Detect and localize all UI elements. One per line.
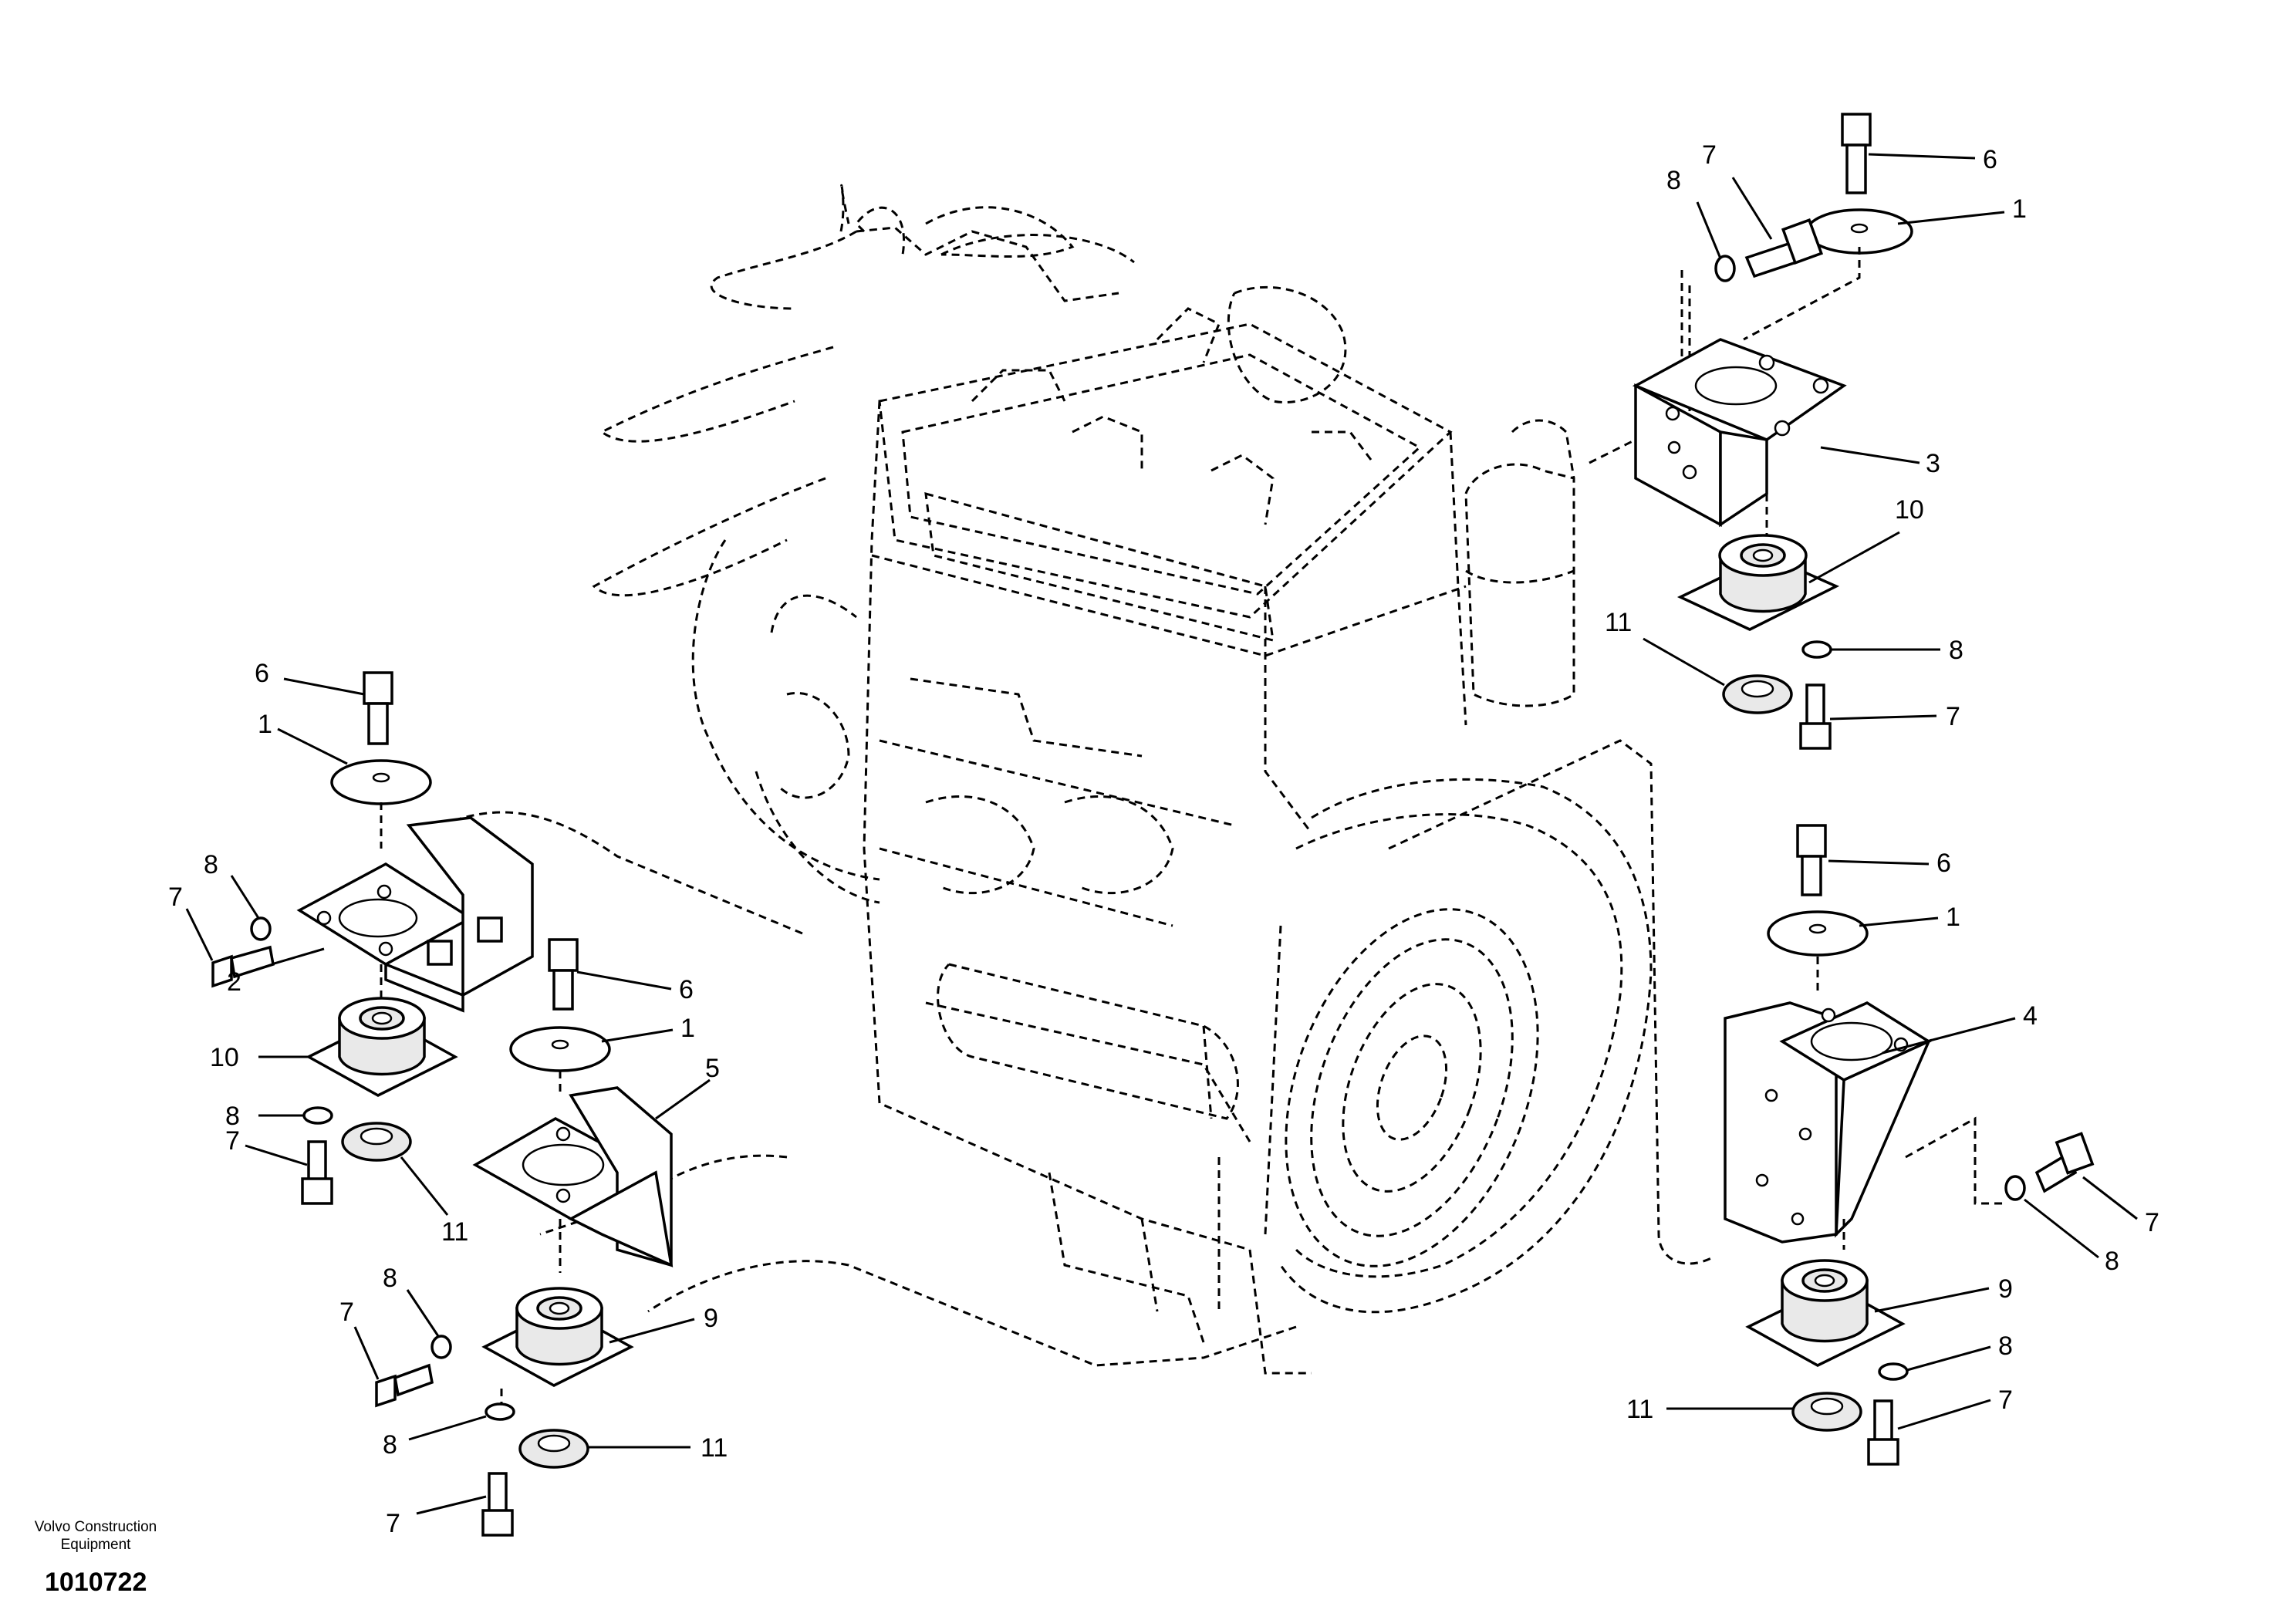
callout-l-8: 8 <box>204 850 218 879</box>
callout-r-11: 11 <box>1626 1395 1653 1424</box>
callout-tr-7b: 7 <box>1946 702 1960 731</box>
bolt-6-right-icon <box>1796 824 1827 896</box>
callout-c-5: 5 <box>705 1054 720 1083</box>
bolt-7b-icon <box>1799 683 1832 750</box>
callout-tr-6: 6 <box>1983 145 1997 174</box>
lock-washer-8-right-icon <box>2004 1175 2026 1201</box>
rubber-mount-9-right-icon <box>1745 1259 1906 1367</box>
callout-c-8: 8 <box>383 1264 397 1293</box>
callout-c-11: 11 <box>701 1433 728 1463</box>
bolt-7-left-icon <box>211 945 275 988</box>
bolt-6-center-icon <box>548 938 579 1011</box>
mount-group-left <box>185 671 534 1216</box>
rubber-mount-9-center-icon <box>481 1287 634 1387</box>
bolt-7b-right-icon <box>1867 1399 1899 1466</box>
callout-c-8b: 8 <box>383 1430 397 1460</box>
callout-tr-3: 3 <box>1926 449 1940 478</box>
bracket-5-icon <box>472 1086 674 1267</box>
bolt-7-right-icon <box>2034 1132 2095 1193</box>
company-label: Volvo Construction Equipment <box>34 1519 157 1553</box>
callout-l-7: 7 <box>168 883 183 912</box>
rubber-mount-10-icon <box>1676 534 1840 631</box>
callout-c-1: 1 <box>680 1014 695 1043</box>
callout-c-6: 6 <box>679 975 694 1004</box>
callout-r-8b: 8 <box>1998 1331 2013 1361</box>
lock-washer-8-left-icon <box>250 916 272 941</box>
bolt-7b-left-icon <box>301 1140 333 1205</box>
callout-r-7b: 7 <box>1998 1385 2013 1415</box>
washer-1-icon <box>1805 208 1913 255</box>
callout-r-4: 4 <box>2023 1001 2038 1031</box>
bolt-7b-center-icon <box>481 1472 514 1537</box>
spacer-11-icon <box>1722 674 1793 714</box>
bolt-6-left-icon <box>363 671 393 745</box>
spacer-11-left-icon <box>341 1122 412 1162</box>
washer-1-right-icon <box>1767 910 1869 957</box>
callout-r-7: 7 <box>2145 1208 2159 1237</box>
washer-1-center-icon <box>509 1026 611 1072</box>
callout-l-6: 6 <box>255 659 269 688</box>
callout-r-1: 1 <box>1946 903 1960 932</box>
callout-l-7b: 7 <box>225 1126 240 1156</box>
lock-washer-8-icon <box>1714 255 1736 282</box>
bracket-4-icon <box>1724 1001 1932 1244</box>
callout-c-9: 9 <box>704 1304 718 1333</box>
callout-l-2: 2 <box>227 967 241 997</box>
callout-l-1: 1 <box>258 710 272 739</box>
lock-washer-8b-left-icon <box>302 1106 333 1125</box>
bracket-3-icon <box>1632 338 1847 528</box>
lock-washer-8b-right-icon <box>1878 1362 1909 1381</box>
callout-tr-7: 7 <box>1702 140 1717 170</box>
bolt-6-icon <box>1841 113 1872 194</box>
drawing-number: 1010722 <box>45 1568 147 1597</box>
washer-1-left-icon <box>330 759 432 805</box>
callout-tr-8b: 8 <box>1949 636 1963 665</box>
callout-l-10: 10 <box>210 1043 239 1072</box>
spacer-11-center-icon <box>518 1429 589 1469</box>
callout-r-6: 6 <box>1936 849 1951 878</box>
lock-washer-8b-icon <box>1801 640 1832 659</box>
lock-washer-8-center-icon <box>430 1335 452 1359</box>
callout-r-8: 8 <box>2105 1247 2119 1276</box>
callout-l-8b: 8 <box>225 1102 240 1131</box>
bracket-2-icon <box>296 816 534 1013</box>
callout-tr-10: 10 <box>1895 495 1924 525</box>
bolt-7-center-icon <box>375 1363 434 1408</box>
callout-c-7b: 7 <box>386 1509 400 1538</box>
callout-tr-11: 11 <box>1605 608 1632 637</box>
callout-tr-8: 8 <box>1666 166 1681 195</box>
rubber-mount-10-left-icon <box>306 997 458 1097</box>
callout-c-7: 7 <box>339 1298 354 1327</box>
callout-labels: 6 7 8 1 3 10 11 8 7 6 1 8 7 2 10 8 7 11 … <box>168 140 2159 1538</box>
callout-l-11: 11 <box>441 1217 468 1247</box>
lock-washer-8b-center-icon <box>485 1402 515 1421</box>
bolt-7-icon <box>1744 218 1824 278</box>
mount-group-right <box>1666 824 2138 1466</box>
callout-r-9: 9 <box>1998 1274 2013 1304</box>
mount-group-center <box>353 938 711 1537</box>
engine-phantom-outline <box>424 184 1714 1375</box>
callout-tr-1: 1 <box>2012 194 2027 224</box>
spacer-11-right-icon <box>1791 1392 1862 1432</box>
mount-group-top-right <box>1632 113 2005 750</box>
